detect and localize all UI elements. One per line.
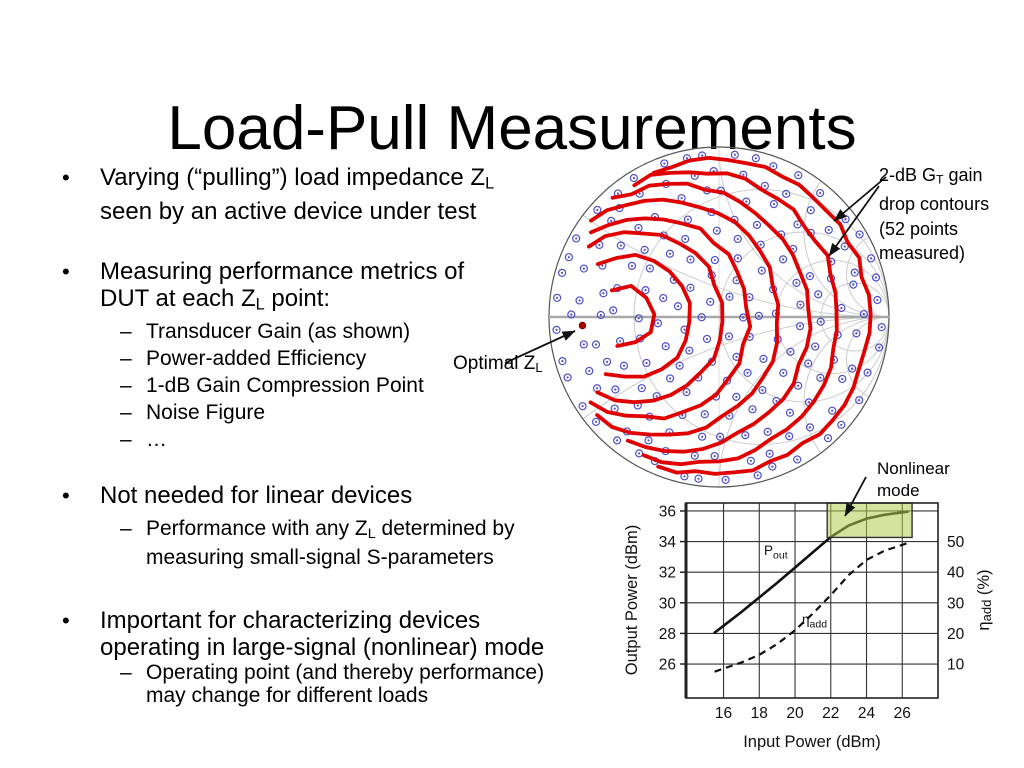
bullet-marker: • — [62, 258, 70, 284]
svg-text:28: 28 — [659, 626, 676, 643]
gain-contour — [586, 230, 725, 405]
bullet-line: Transducer Gain (as shown) — [146, 320, 411, 344]
gain-contour — [651, 155, 873, 476]
bullet-line: seen by an active device under test — [100, 197, 477, 225]
smith-chart-svg — [548, 146, 890, 488]
gain-contour — [610, 181, 813, 454]
bullet-marker: • — [62, 483, 70, 509]
bullet-line: Not needed for linear devices — [100, 482, 413, 510]
bullet-marker: • — [62, 165, 70, 190]
sub-bullet-item: –Operating point (and thereby performanc… — [55, 661, 640, 707]
contour-note: 2-dB GT gain drop contours (52 points measu… — [879, 163, 989, 266]
bullet-line: Noise Figure — [146, 401, 266, 425]
bullet-line: measuring small-signal S-parameters — [146, 546, 494, 570]
gain-contour — [632, 170, 839, 467]
bullet-item: • Varying (“pulling”) load impedance ZL se… — [55, 164, 640, 225]
bullet-line: Performance with any ZL determined by — [146, 517, 515, 543]
svg-text:30: 30 — [947, 595, 965, 612]
sub-bullet-item: –Noise Figure — [55, 401, 640, 424]
y-axis-title-right: ηadd (%) — [975, 569, 994, 630]
dash-marker: – — [120, 347, 132, 371]
svg-text:26: 26 — [894, 705, 911, 722]
power-sweep-figure: 26 28 30 32 34 36 10 20 30 40 50 16 18 20 22 24 26 Output… — [604, 452, 1024, 768]
svg-text:26: 26 — [659, 657, 676, 674]
dash-marker: – — [120, 401, 132, 425]
dash-marker: – — [120, 517, 132, 541]
svg-text:18: 18 — [751, 705, 768, 722]
bullet-marker: • — [62, 608, 70, 634]
svg-text:36: 36 — [659, 503, 676, 520]
svg-text:32: 32 — [659, 565, 676, 582]
annotation-line: 2-dB GT gain — [879, 165, 983, 187]
svg-text:20: 20 — [947, 626, 965, 643]
svg-text:20: 20 — [786, 705, 804, 722]
y-axis-title-left: Output Power (dBm) — [623, 525, 641, 675]
nonlinear-highlight-box — [826, 502, 913, 539]
sub-bullet-item: –Power-added Efficiency — [55, 347, 640, 370]
x-axis-title: Input Power (dBm) — [743, 733, 881, 751]
svg-text:50: 50 — [947, 534, 965, 551]
right-tick-labels: 10 20 30 40 50 — [947, 534, 965, 673]
optimal-label: Optimal ZL — [453, 352, 543, 380]
bullet-line: Power-added Efficiency — [146, 347, 367, 371]
optimal-zl-marker — [578, 321, 587, 330]
dash-marker: – — [120, 320, 132, 344]
bullet-item: • Not needed for linear devices — [55, 482, 640, 509]
x-tick-labels: 16 18 20 22 24 26 — [715, 705, 911, 722]
bullet-line: operating in large-signal (nonlinear) mo… — [100, 634, 545, 662]
bullet-line: Important for characterizing devices — [100, 607, 481, 635]
gain-contour — [610, 283, 657, 348]
svg-text:34: 34 — [659, 534, 677, 551]
bullet-line: DUT at each ZL point: — [100, 284, 331, 314]
bullet-list: • Varying (“pulling”) load impedance ZL se… — [55, 164, 640, 707]
bullet-line: Measuring performance metrics of — [100, 257, 465, 285]
nonlinear-label: Nonlinear mode — [877, 458, 950, 501]
gain-contour — [588, 216, 753, 421]
sub-bullet-item: –Performance with any ZL determined by me… — [55, 517, 640, 569]
eta-curve-label: ηadd — [802, 612, 827, 631]
dash-marker: – — [120, 374, 132, 398]
sub-bullet-item: –… — [55, 428, 640, 451]
bullet-line: may change for different loads — [146, 684, 429, 708]
svg-text:40: 40 — [947, 565, 965, 582]
pout-curve-label: Pout — [764, 543, 788, 562]
annotation-line: Optimal ZL — [453, 353, 543, 375]
svg-text:10: 10 — [947, 657, 965, 674]
eta-add-curve — [714, 542, 908, 673]
bullet-line: 1-dB Gain Compression Point — [146, 374, 424, 398]
sub-bullet-item: –Transducer Gain (as shown) — [55, 320, 640, 343]
gain-contour — [589, 197, 781, 437]
smith-chart-figure — [538, 136, 900, 498]
gain-contour — [596, 253, 692, 379]
svg-text:22: 22 — [822, 705, 839, 722]
svg-text:16: 16 — [715, 705, 732, 722]
annotation-line: drop contours — [879, 194, 990, 215]
svg-text:30: 30 — [659, 595, 677, 612]
dash-marker: – — [120, 428, 132, 452]
annotation-line: measured) — [879, 243, 966, 264]
annotation-line: mode — [877, 480, 920, 500]
svg-text:24: 24 — [858, 705, 876, 722]
annotation-line: (52 points — [879, 218, 959, 239]
sub-bullet-item: –1-dB Gain Compression Point — [55, 374, 640, 397]
bullet-line: Varying (“pulling”) load impedance ZL — [100, 164, 495, 193]
dash-marker: – — [120, 661, 132, 685]
power-sweep-svg: 26 28 30 32 34 36 10 20 30 40 50 16 18 20 22 24 26 Output… — [623, 502, 994, 751]
bullet-line: … — [146, 428, 167, 452]
left-tick-labels: 26 28 30 32 34 36 — [659, 503, 686, 674]
gain-drop-contours — [586, 155, 873, 476]
bullet-line: Operating point (and thereby performance… — [146, 661, 545, 685]
annotation-line: Nonlinear — [877, 459, 950, 478]
